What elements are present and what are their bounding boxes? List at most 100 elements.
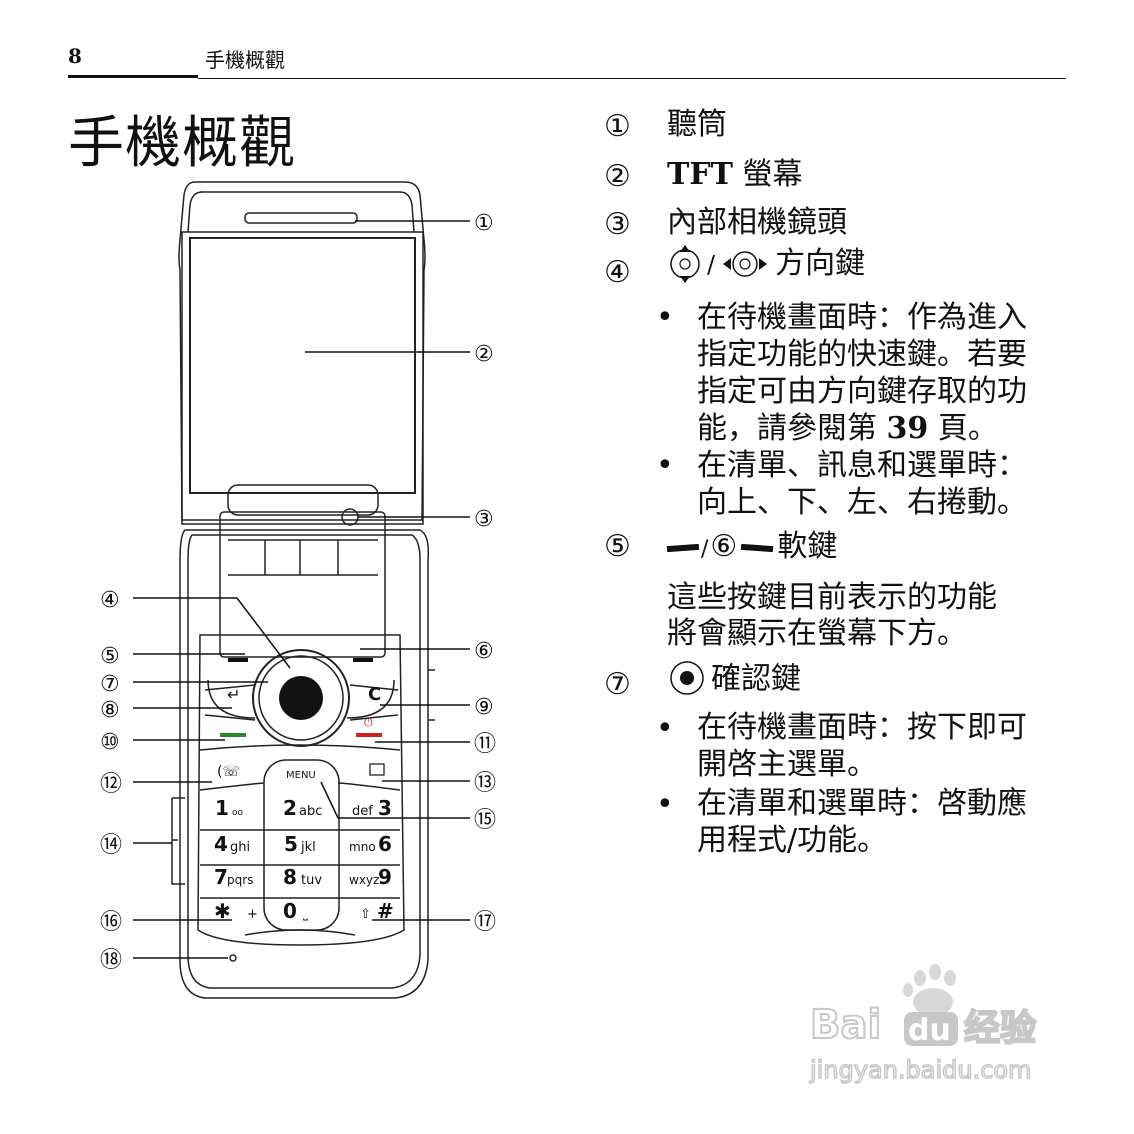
key-3[interactable]: 3 [378, 796, 392, 820]
callout-4: ④ [100, 588, 120, 613]
menu-key-label: MENU [286, 770, 316, 781]
bullet-4-1-line-1: 在待機畫面時：作為進入 [697, 300, 1027, 335]
key-star-sub: + [247, 907, 258, 922]
legend-text-2-bold: TFT [667, 157, 733, 192]
header-rule [198, 78, 1066, 79]
nav-leftright-icon [723, 251, 768, 277]
legend-num-4: ④ [604, 255, 631, 290]
key-8[interactable]: 8 [283, 865, 297, 889]
bullet-4-1-line-3: 指定可由方向鍵存取的功 [697, 374, 1027, 409]
bullet-4-1: • [656, 300, 674, 335]
key-1[interactable]: 1 [215, 796, 229, 820]
watermark-brand-bai: Bai [810, 1002, 881, 1048]
page-ref-number: 39 [886, 411, 929, 446]
nav-updown-icon [670, 245, 700, 283]
bullet-4-1-line-2: 指定功能的快速鍵。若要 [697, 337, 1027, 372]
right-softkey-icon [741, 543, 774, 552]
callout-1: ① [474, 211, 494, 236]
bullet-7-2: • [656, 787, 674, 822]
back-key-icon: ↵ [227, 685, 240, 704]
bullet-7-1-line-1: 在待機畫面時：按下即可 [697, 710, 1027, 745]
watermark-brand-jingyan: 经验 [964, 1008, 1036, 1049]
watermark-brand-du: du [908, 1013, 951, 1048]
callout-15: ⑮ [474, 808, 496, 833]
legend-num-1: ① [604, 109, 631, 144]
key-4-sub: ghi [230, 840, 250, 855]
callout-9: ⑨ [474, 695, 494, 720]
key-5-sub: jkl [300, 840, 316, 855]
key-6-sub: mno [349, 840, 376, 854]
legend-text-56: /⑥ 軟鍵 [666, 529, 838, 567]
key-3-sub: def [352, 804, 373, 819]
power-icon: ⏻ [364, 716, 373, 729]
legend-sep-4: / [707, 250, 716, 279]
key-7-sub: pqrs [227, 873, 253, 887]
header-rule-thick [68, 75, 198, 78]
key-4[interactable]: 4 [214, 832, 228, 856]
bullet-7-1-text: 在待機畫面時：按下即可 開啓主選單。 [697, 709, 1067, 783]
page-number: 8 [68, 44, 82, 68]
legend-text-4-label: 方向鍵 [775, 245, 866, 281]
key-9[interactable]: 9 [378, 865, 392, 889]
baidu-watermark: Bai du 经验 jingyan.baidu.com [808, 964, 1037, 1085]
key-2[interactable]: 2 [283, 796, 297, 820]
legend-num-5: ⑤ [604, 529, 631, 564]
bullet-4-1-line-4-pre: 能，請參閱第 [697, 411, 887, 446]
bullet-4-1-line-4: 能，請參閱第 39 頁。 [697, 410, 1067, 447]
softkey-description: 這些按鍵目前表示的功能 將會顯示在螢幕下方。 [667, 580, 1057, 652]
legend-text-3: 內部相機鏡頭 [667, 205, 847, 240]
legend-text-7-label: 確認鍵 [711, 661, 801, 697]
key-hash[interactable]: # [377, 899, 394, 923]
callout-13: ⑬ [474, 771, 496, 796]
legend-num-2: ② [604, 159, 631, 194]
bullet-4-2-line-2: 向上、下、左、右捲動。 [697, 485, 1027, 520]
bullet-7-1-line-2: 開啓主選單。 [697, 747, 877, 782]
callout-6: ⑥ [474, 639, 494, 664]
bullet-4-1-line-4-post: 頁。 [928, 411, 998, 446]
voicemail-icon: (☏ [217, 764, 240, 780]
legend-num-6: ⑥ [710, 529, 738, 564]
key-8-sub: tuv [301, 873, 322, 888]
legend-num-7: ⑦ [604, 667, 631, 702]
bullet-4-1-text: 在待機畫面時：作為進入 指定功能的快速鍵。若要 指定可由方向鍵存取的功 能，請參… [697, 299, 1067, 447]
left-softkey-icon [666, 543, 700, 552]
softkey-description-line-1: 這些按鍵目前表示的功能 [667, 580, 997, 615]
callout-12: ⑫ [100, 772, 122, 797]
key-9-sub: wxyz [349, 873, 379, 887]
key-0[interactable]: 0 [283, 899, 297, 923]
phone-diagram: ↵ C ⏻ MENU (☏ 1 ᴏᴏ 2 abc def 3 4 ghi 5 j… [100, 181, 496, 999]
legend-text-2-rest: 螢幕 [732, 157, 803, 192]
legend-text-1: 聽筒 [667, 107, 727, 142]
callout-5: ⑤ [100, 644, 120, 669]
callout-17: ⑰ [474, 910, 496, 935]
key-7[interactable]: 7 [214, 865, 228, 889]
callout-2: ② [474, 342, 494, 367]
key-6[interactable]: 6 [378, 832, 392, 856]
legend-sep-56: / [701, 537, 709, 562]
watermark-url: jingyan.baidu.com [809, 1056, 1031, 1084]
legend-text-56-label: 軟鍵 [777, 529, 838, 564]
running-header: 手機概觀 [205, 48, 285, 72]
key-5[interactable]: 5 [284, 832, 298, 856]
callout-10: ⑩ [100, 730, 120, 755]
bullet-7-2-line-2: 用程式/功能。 [697, 823, 888, 858]
softkey-description-line-2: 將會顯示在螢幕下方。 [667, 616, 967, 651]
callout-16: ⑯ [100, 910, 122, 935]
bullet-7-2-line-1: 在清單和選單時：啓動應 [697, 786, 1027, 821]
message-icon [369, 763, 385, 776]
page-title: 手機概觀 [68, 111, 296, 176]
clear-key-label: C [368, 684, 381, 705]
callout-14: ⑭ [100, 833, 122, 858]
legend-text-4: / 方向鍵 [667, 242, 865, 286]
callout-3: ③ [474, 507, 494, 532]
callout-11: ⑪ [474, 732, 496, 757]
legend-text-2: TFT 螢幕 [667, 158, 803, 192]
bullet-7-2-text: 在清單和選單時：啓動應 用程式/功能。 [697, 785, 1067, 859]
key-hash-sub: ⇧ [360, 907, 371, 922]
key-star[interactable]: ✱ [214, 899, 231, 923]
key-0-sub: ⎵ [303, 907, 308, 921]
bullet-7-1: • [656, 711, 674, 746]
bullet-4-2: • [656, 448, 674, 483]
key-2-sub: abc [299, 804, 322, 819]
legend-num-3: ③ [604, 207, 631, 242]
